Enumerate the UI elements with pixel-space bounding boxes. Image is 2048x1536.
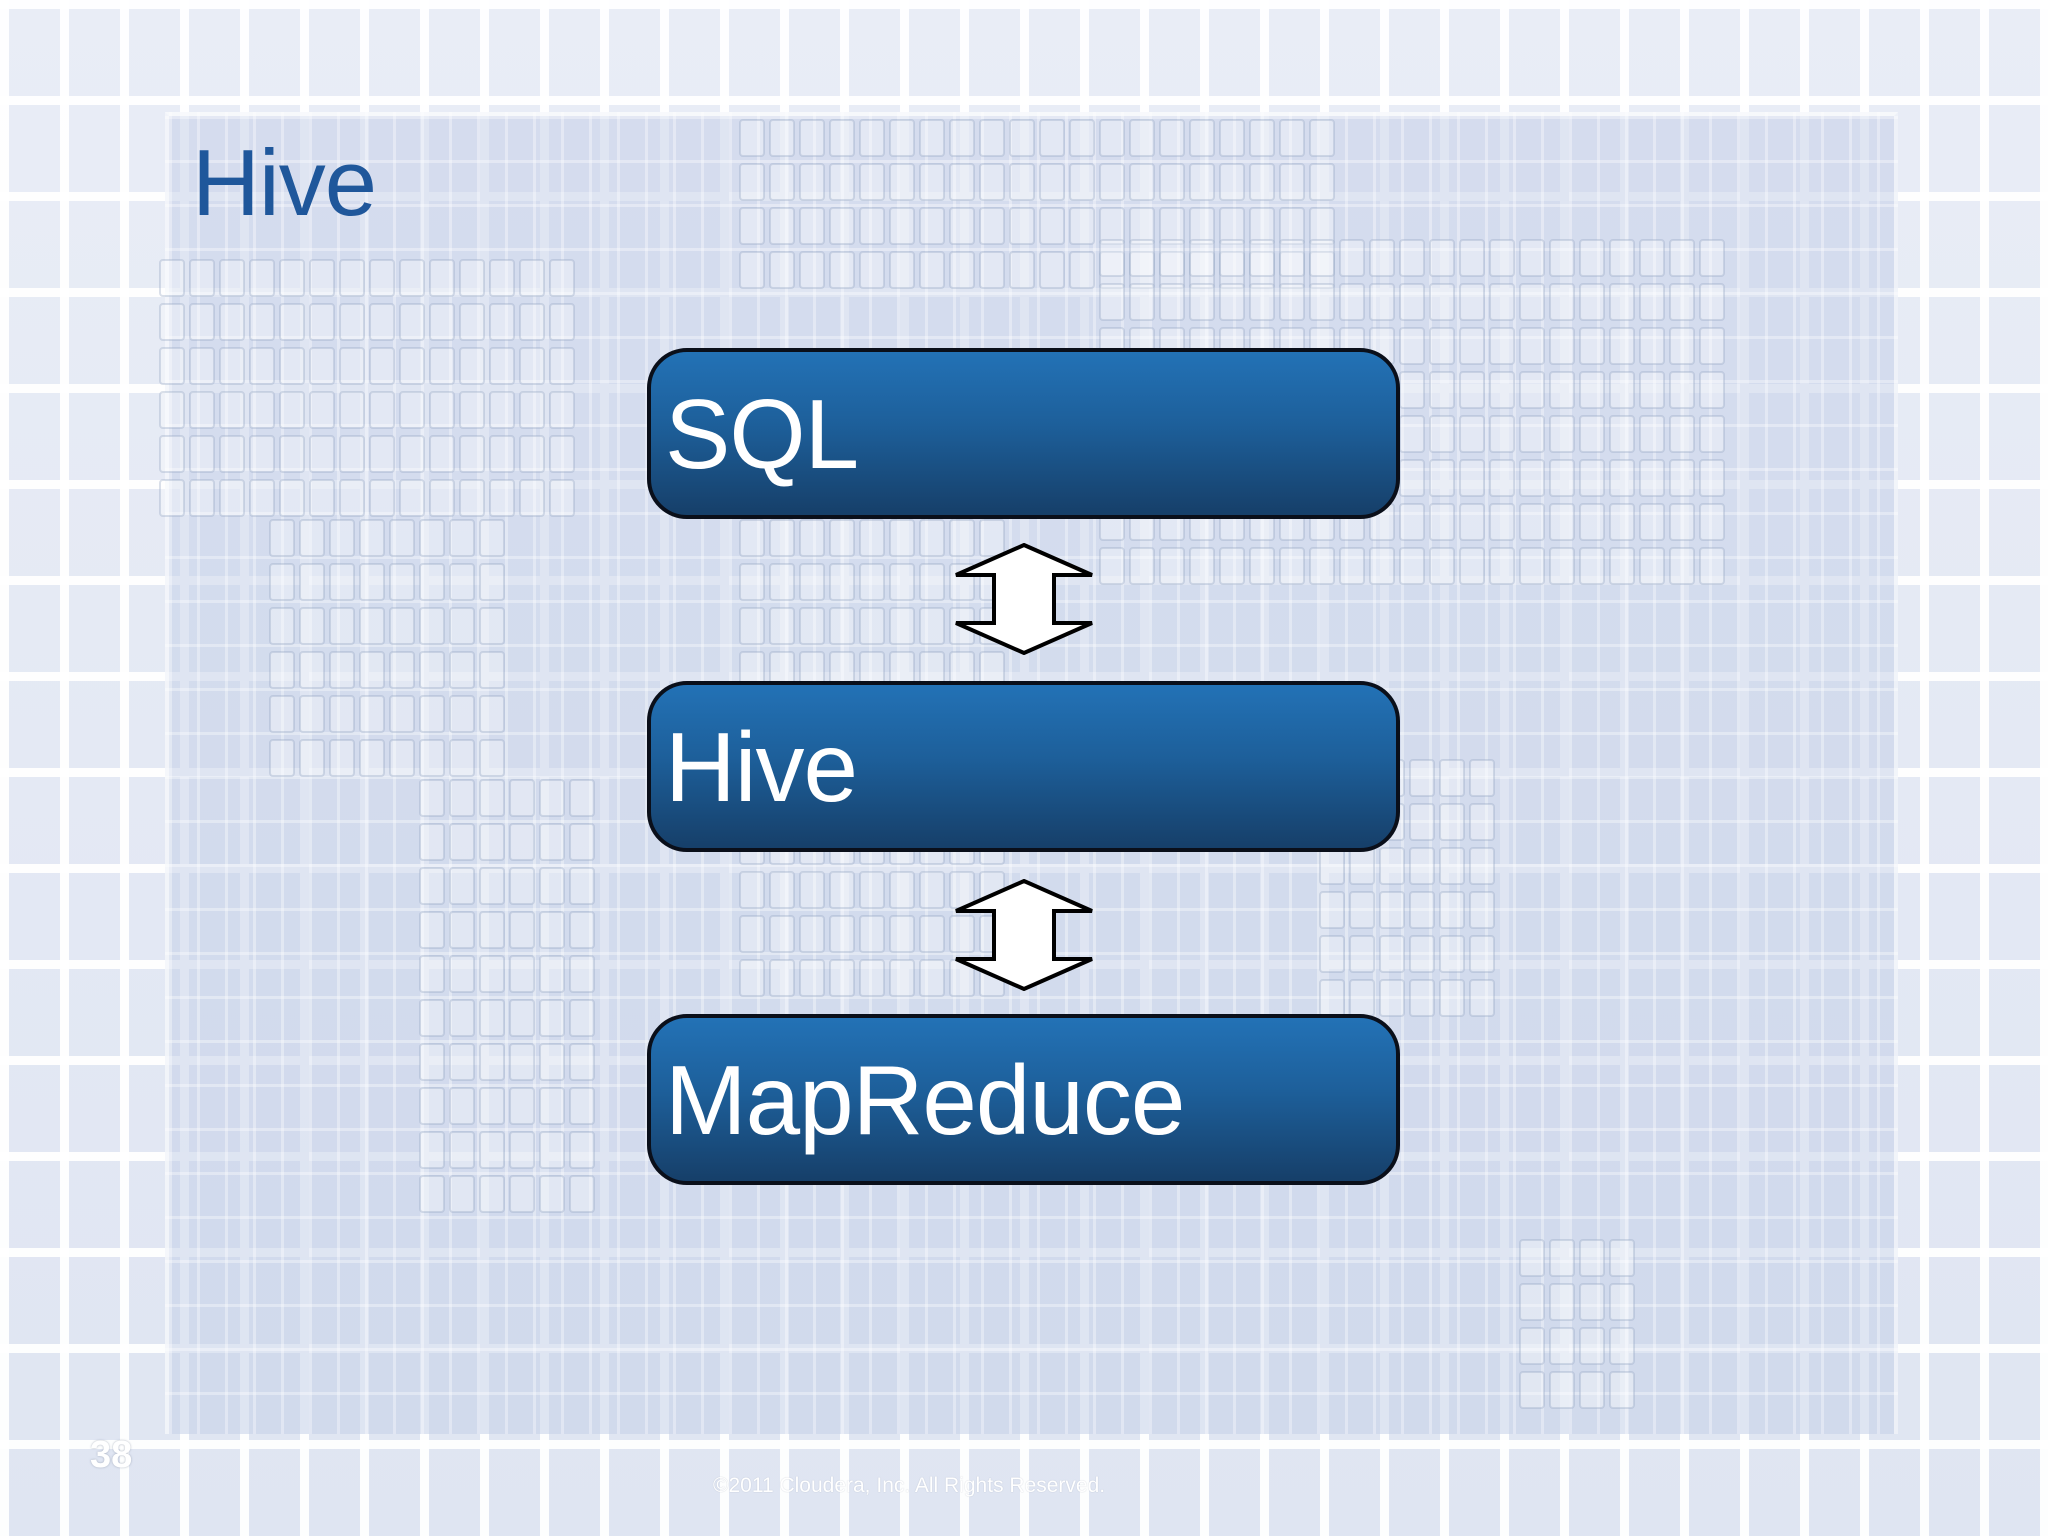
sql-layer-box: SQL — [647, 348, 1400, 519]
mapreduce-layer-box: MapReduce — [647, 1014, 1400, 1185]
hive-layer-label: Hive — [665, 711, 858, 822]
mapreduce-layer-label: MapReduce — [665, 1044, 1185, 1155]
copyright-footer: ©2011 Cloudera, Inc. All Rights Reserved… — [713, 1474, 1106, 1497]
slide-title: Hive — [192, 130, 377, 235]
hive-layer-box: Hive — [647, 681, 1400, 852]
double-arrow-icon — [955, 543, 1093, 655]
sql-layer-label: SQL — [665, 378, 859, 489]
slide-number: 38 — [90, 1434, 133, 1476]
double-arrow-icon — [955, 879, 1093, 991]
